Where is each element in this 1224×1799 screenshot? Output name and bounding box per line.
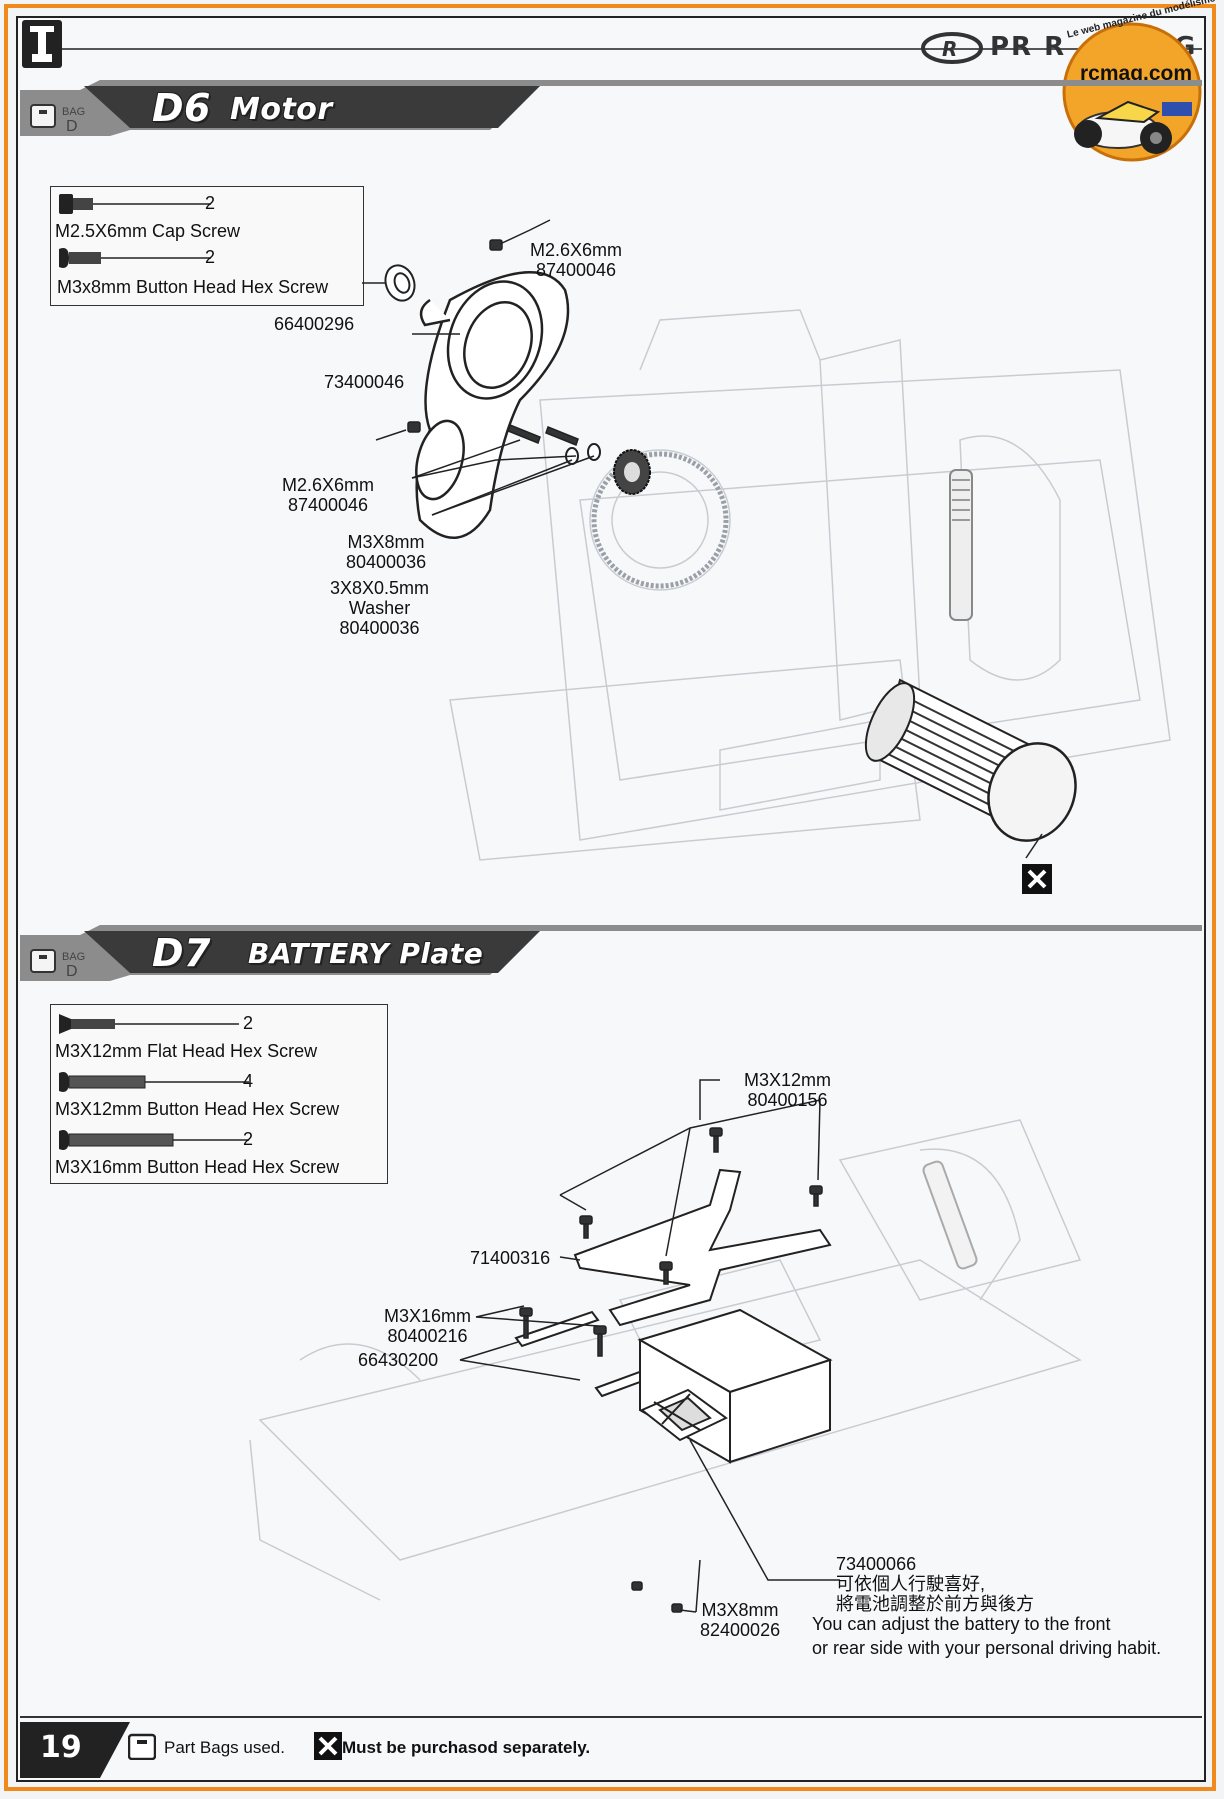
- d6-leader-lines: [362, 219, 595, 516]
- d7-part-name-0: M3X12mm Flat Head Hex Screw: [55, 1041, 318, 1061]
- svg-text:R: R: [942, 37, 957, 61]
- d6-header-bar: BAG D D6 Motor: [20, 80, 1202, 136]
- d7-callout-screw-m3x16: M3X16mm 80400216: [384, 1306, 472, 1346]
- bag-icon: [30, 104, 56, 128]
- d7-note-cn-1: 可依個人行駛喜好,: [836, 1574, 986, 1594]
- d7-step-number: D7: [152, 931, 211, 975]
- d7-callout-screw-top: M3X12mm 80400156: [744, 1070, 832, 1110]
- d7-screws: [519, 1127, 823, 1613]
- d6-part-name-1: M3x8mm Button Head Hex Screw: [57, 277, 329, 297]
- d6-callout-bearing: 66400296: [274, 314, 355, 334]
- motor: [864, 678, 1077, 842]
- d6-callout-screw-left: M2.6X6mm 87400046: [282, 475, 375, 515]
- d7-exploded-diagram: [249, 1079, 1082, 1613]
- battery-pack: [637, 1308, 833, 1464]
- purchase-separately-icon: [314, 1732, 342, 1760]
- bag-word: BAG: [62, 951, 86, 963]
- legend-purchase-text: Must be purchasod separately.: [342, 1738, 591, 1757]
- purchase-separately-icon: [1022, 864, 1052, 894]
- chassis-outline: [249, 1119, 1082, 1601]
- legend-bags-text: Part Bags used.: [164, 1738, 285, 1757]
- d6-parts-box: 2 M2.5X6mm Cap Screw 2 M3x8mm Button Hea…: [50, 186, 364, 306]
- d6-part-qty-0: 2: [205, 193, 216, 213]
- d6-callout-screw-m3: M3X8mm 80400036: [346, 532, 427, 572]
- button-screw-icon: [59, 1072, 249, 1092]
- d6-part-name-0: M2.5X6mm Cap Screw: [55, 221, 241, 241]
- pinion-gear: [613, 449, 651, 495]
- bag-letter: D: [66, 118, 78, 135]
- battery-holder: [640, 1388, 728, 1442]
- d7-callout-plate: 71400316: [470, 1248, 551, 1268]
- d6-callout-housing: 73400046: [324, 372, 405, 392]
- d7-callout-strap: 66430200: [358, 1350, 439, 1370]
- d7-part-name-2: M3X16mm Button Head Hex Screw: [55, 1157, 340, 1177]
- bearing: [384, 264, 416, 302]
- d7-part-qty-1: 4: [243, 1071, 254, 1091]
- chassis-outline: [449, 309, 1171, 861]
- spur-gear: [591, 451, 729, 589]
- car-tool-icon: [30, 26, 54, 62]
- bag-word: BAG: [62, 106, 86, 118]
- bag-letter: D: [66, 963, 78, 980]
- flat-head-screw-icon: [59, 1014, 239, 1034]
- rcmag-watermark: Le web magazine du modélisme rcmag.com: [1058, 0, 1216, 162]
- d7-note-en-2: or rear side with your personal driving …: [812, 1638, 1162, 1658]
- screws: [407, 239, 579, 446]
- d7-note-cn-2: 將電池調整於前方與後方: [836, 1594, 1034, 1614]
- d7-header-bar: BAG D D7 BATTERY Plate: [20, 925, 1202, 981]
- page-inner-border: [16, 16, 1206, 1782]
- d7-leader-lines: [459, 1079, 840, 1613]
- page-frame: [4, 4, 1216, 1791]
- d7-part-name-1: M3X12mm Button Head Hex Screw: [55, 1099, 340, 1119]
- d6-step-number: D6: [152, 86, 211, 130]
- rcmag-badge-icon: [1062, 22, 1202, 162]
- d6-callout-washer: 3X8X0.5mm Washer 80400036: [330, 578, 430, 638]
- motor-mount-housing: [415, 271, 570, 540]
- shock-absorber: [922, 1160, 978, 1270]
- d7-callout-screw-bottom: M3X8mm 82400026: [700, 1600, 781, 1640]
- d6-exploded-diagram: [362, 219, 1171, 861]
- bag-icon: [128, 1733, 156, 1760]
- shock-absorber: [949, 469, 973, 621]
- d6-callout-screw-top: M2.6X6mm 87400046: [530, 240, 623, 280]
- button-screw-long-icon: [59, 1130, 249, 1150]
- button-screw-icon: [59, 248, 211, 268]
- d7-parts-box: 2 M3X12mm Flat Head Hex Screw 4 M3X12mm …: [50, 1004, 388, 1184]
- header-tab-icon: [22, 20, 62, 68]
- d7-part-qty-0: 2: [243, 1013, 254, 1033]
- d7-callout-battery-holder: 73400066: [836, 1554, 917, 1574]
- d7-part-qty-2: 2: [243, 1129, 254, 1149]
- d7-step-title: BATTERY Plate: [248, 937, 484, 970]
- battery-plate: [573, 1168, 832, 1327]
- page-number: 19: [40, 1730, 82, 1765]
- d6-step-title: Motor: [230, 92, 333, 127]
- cap-screw-icon: [59, 194, 211, 214]
- watermark-site: rcmag.com: [1080, 62, 1193, 85]
- footer: 19 Part Bags used. Must be purchasod sep…: [20, 1716, 1202, 1780]
- d7-note-en-1: You can adjust the battery to the front: [812, 1614, 1111, 1634]
- brand-text: PR R: [990, 32, 1067, 62]
- d6-part-qty-1: 2: [205, 247, 216, 267]
- pr-logo-icon: R: [921, 32, 983, 64]
- header-rule: [62, 48, 1202, 50]
- bag-icon: [30, 949, 56, 973]
